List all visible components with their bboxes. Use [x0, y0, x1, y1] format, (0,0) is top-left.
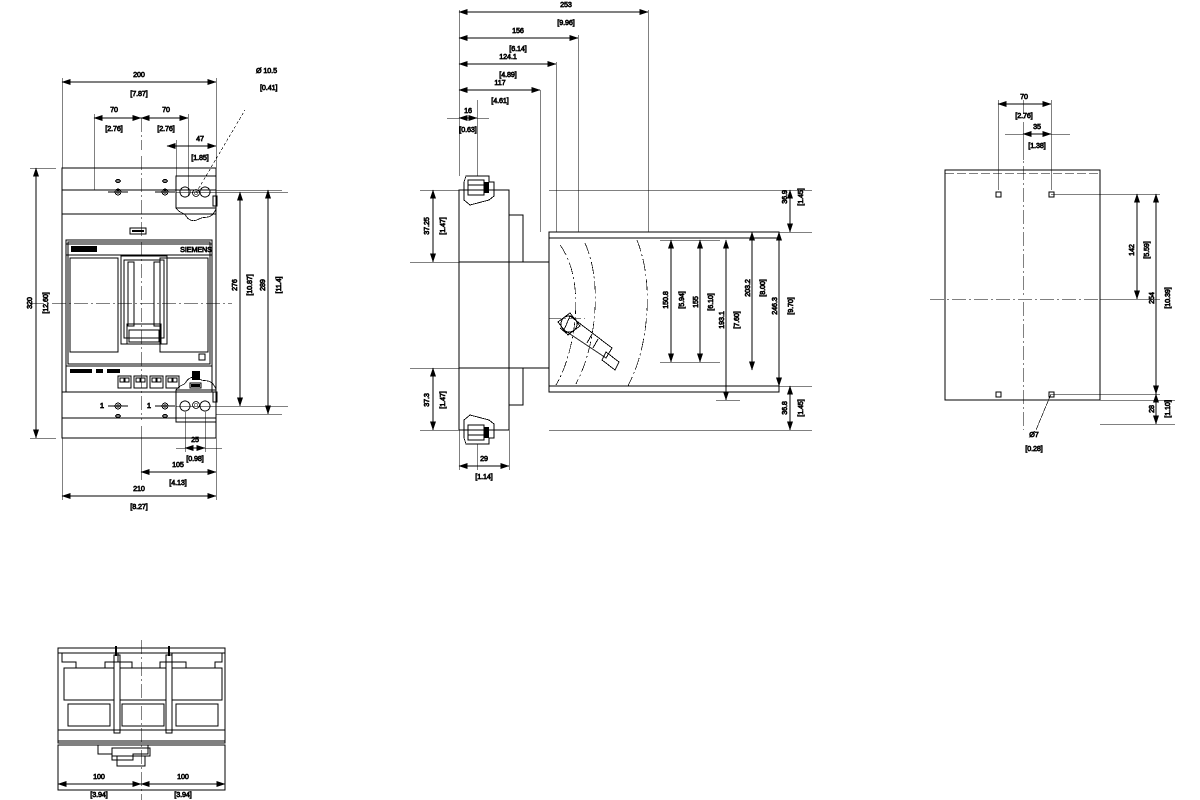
dim-side-155-in: [6.10]: [706, 293, 715, 310]
dim-front-width-in: [7.87]: [130, 89, 147, 98]
svg-text:1: 1: [100, 401, 104, 410]
dim-mount-28-mm: 28: [1147, 405, 1156, 413]
dim-lug-105-in: [4.13]: [169, 478, 186, 487]
dim-side-117-in: [4.61]: [491, 96, 508, 105]
dim-side-156-mm: 156: [512, 26, 524, 35]
dim-side-3725-mm: 37.25: [422, 217, 431, 235]
dim-pole-pitch-right-in: [2.76]: [157, 124, 174, 133]
side-view: 253 [9.96] 156 [6.14] 124.1 [4.89] 117 […: [410, 0, 812, 481]
dim-bottom-left-in: [3.94]: [90, 790, 107, 799]
dim-mount-254-in: [10.39]: [1163, 287, 1172, 308]
dim-front-height-mm: 320: [25, 297, 34, 309]
dim-side-368-mm: 36.8: [780, 401, 789, 415]
dim-side-124-mm: 124.1: [499, 52, 517, 61]
dim-side-29-in: [1.14]: [475, 472, 492, 481]
dim-front-width-mm: 200: [133, 70, 145, 79]
dim-mount-142-in: [5.59]: [1142, 241, 1151, 258]
dim-side-156-in: [6.14]: [509, 44, 526, 53]
dim-side-1931-mm: 193.1: [717, 311, 726, 329]
bottom-view: 100 [3.94] 100 [3.94]: [57, 640, 226, 800]
dim-front-289-mm: 289: [258, 279, 267, 291]
dim-side-253-mm: 253: [560, 0, 572, 9]
dim-side-2032-mm: 203.2: [743, 279, 752, 297]
dim-mount-28-in: [1.10]: [1163, 400, 1172, 417]
front-view: SIEMENS: [25, 66, 288, 511]
dim-side-369-mm: 36.9: [780, 190, 789, 204]
dim-mount-70-mm: 70: [1020, 92, 1028, 101]
dim-side-124-in: [4.89]: [499, 70, 516, 79]
dim-side-29-mm: 29: [480, 454, 488, 463]
dim-mount-70-in: [2.76]: [1015, 111, 1032, 120]
dim-side-117-mm: 117: [494, 78, 505, 87]
dim-front-276-in: [10.87]: [245, 274, 254, 295]
dim-mount-254-mm: 254: [1147, 292, 1156, 304]
dim-side-368-in: [1.45]: [796, 399, 805, 416]
dim-side-373-mm: 37.3: [422, 393, 431, 407]
dim-mount-35-in: [1.38]: [1028, 141, 1045, 150]
dim-side-369-in: [1.45]: [796, 188, 805, 205]
dim-side-155-mm: 155: [691, 296, 700, 308]
mounting-view: 70 [2.76] 35 [1.38] 142 [5.59] 254 [10.3…: [930, 92, 1175, 453]
dim-side-3725-in: [1.47]: [438, 217, 447, 234]
dim-side-373-in: [1.47]: [438, 391, 447, 408]
dim-hole-dia-label: Ø 10.5: [256, 66, 277, 75]
dim-terminal-offset-in: [1.85]: [191, 153, 208, 162]
dim-mount-hole-in: [0.28]: [1025, 444, 1042, 453]
dim-hole-dia-in: [0.41]: [260, 83, 277, 92]
dim-bottom-left-mm: 100: [93, 772, 105, 781]
dim-side-16-mm: 16: [464, 106, 472, 115]
dim-side-16-in: [0.63]: [459, 125, 476, 134]
dim-side-2463-mm: 246.3: [770, 297, 779, 315]
dim-front-height-in: [12.60]: [41, 292, 50, 313]
dim-terminal-offset-mm: 47: [196, 134, 204, 143]
dim-front-276-mm: 276: [230, 279, 239, 291]
dim-mount-hole-label: Ø7: [1029, 430, 1038, 439]
dim-pole-pitch-left-in: [2.76]: [105, 124, 122, 133]
dim-lug-105-mm: 105: [172, 460, 184, 469]
dim-mount-35-mm: 35: [1033, 122, 1041, 131]
dim-bottom-right-mm: 100: [177, 772, 189, 781]
dim-front-210-mm: 210: [133, 484, 145, 493]
dim-bottom-right-in: [3.94]: [174, 790, 191, 799]
dim-side-253-in: [9.96]: [557, 18, 574, 27]
dim-side-1508-mm: 150.8: [661, 291, 670, 309]
dim-lug-25-in: [0.98]: [186, 454, 203, 463]
dim-front-210-in: [8.27]: [130, 502, 147, 511]
dim-side-1508-in: [5.94]: [677, 291, 686, 308]
dim-lug-25-mm: 25: [191, 435, 199, 444]
dim-pole-pitch-left-mm: 70: [110, 105, 118, 114]
dim-mount-142-mm: 142: [1127, 244, 1136, 256]
dim-side-1931-in: [7.60]: [732, 311, 741, 328]
dim-side-2032-in: [8.00]: [758, 279, 767, 296]
dim-side-2463-in: [9.70]: [786, 297, 795, 314]
svg-text:1: 1: [147, 401, 151, 410]
brand-label: SIEMENS: [180, 245, 212, 254]
dim-pole-pitch-right-mm: 70: [162, 105, 170, 114]
dim-front-289-in: [11.4]: [274, 276, 283, 293]
